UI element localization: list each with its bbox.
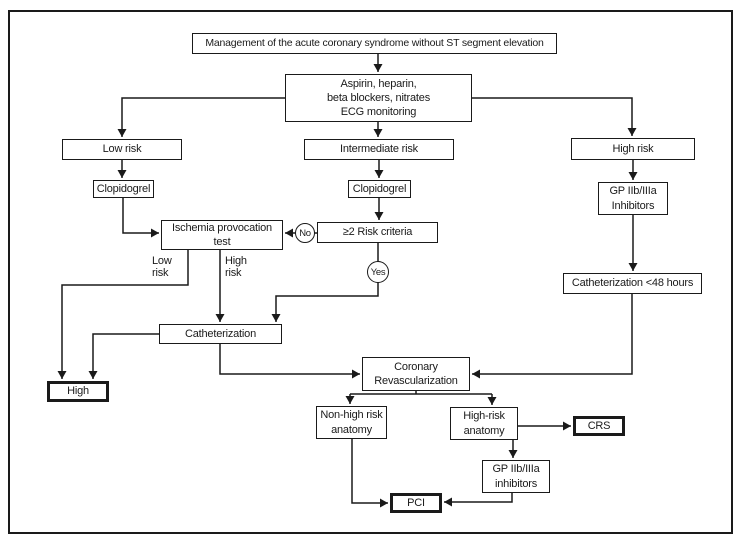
edge-clopidogrel-to-ischemia — [122, 198, 159, 238]
edge-label-low-risk: Low risk — [152, 255, 172, 280]
node-non-high-risk-anatomy-line-2: anatomy — [331, 423, 372, 436]
node-gp-inhibitors-high-line-1: GP IIb/IIIa — [609, 185, 657, 198]
edge-label-high-risk: High risk — [225, 255, 247, 280]
edge-label-high-risk-line-1: High — [225, 255, 247, 267]
node-non-high-risk-anatomy: Non-high risk anatomy — [316, 406, 387, 439]
node-title: Management of the acute coronary syndrom… — [192, 33, 557, 54]
node-ischemia-test-line-1: Ischemia provocation — [172, 221, 272, 234]
outer-border — [8, 10, 733, 534]
node-ischemia-test: Ischemia provocation test — [161, 220, 283, 250]
node-gp-inhibitors-high-line-2: Inhibitors — [611, 199, 655, 212]
edge-initial-to-high — [472, 97, 637, 136]
node-coronary-revascularization-line-1: Coronary — [394, 360, 438, 373]
node-clopidogrel-low: Clopidogrel — [93, 180, 154, 198]
node-initial-therapy: Aspirin, heparin, beta blockers, nitrate… — [285, 74, 472, 122]
edge-label-low-risk-line-2: risk — [152, 266, 169, 279]
node-low-risk: Low risk — [62, 139, 182, 160]
node-clopidogrel-mid: Clopidogrel — [348, 180, 411, 198]
node-non-high-risk-anatomy-line-1: Non-high risk — [320, 409, 383, 422]
node-initial-therapy-line-2: beta blockers, nitrates — [326, 91, 430, 104]
edge-cath-to-high — [88, 333, 159, 379]
node-coronary-revascularization-line-2: Revascularization — [374, 375, 458, 387]
edge-gplow-to-pci — [444, 493, 513, 507]
edge-label-low-risk-line-1: Low — [152, 255, 172, 267]
node-gp-inhibitors-low-line-1: GP IIb/IIIa — [492, 463, 540, 476]
node-high-risk: High risk — [571, 138, 695, 160]
edge-ischemia-lowrisk-to-high — [57, 250, 189, 379]
node-high-risk-anatomy-line-1: High-risk — [463, 410, 505, 423]
node-pci: PCI — [390, 493, 442, 513]
edge-revasc-split — [350, 391, 492, 395]
node-catheterization: Catheterization — [159, 324, 282, 344]
node-coronary-revascularization: Coronary Revascularization — [362, 357, 470, 391]
node-risk-criteria: ≥2 Risk criteria — [317, 222, 438, 243]
node-high-outcome: High — [47, 381, 109, 402]
node-gp-inhibitors-low-line-2: inhibitors — [494, 477, 538, 490]
edge-nonhigh-to-pci — [351, 439, 388, 508]
node-high-risk-anatomy-line-2: anatomy — [463, 424, 505, 437]
node-gp-inhibitors-low: GP IIb/IIIa inhibitors — [482, 460, 550, 493]
node-cath-48-hours: Catheterization <48 hours — [563, 273, 702, 294]
edge-criteria-yes-to-cath — [271, 243, 379, 322]
node-intermediate-risk: Intermediate risk — [304, 139, 454, 160]
decision-no-circle: No — [295, 223, 315, 243]
node-initial-therapy-line-1: Aspirin, heparin, — [340, 77, 417, 90]
node-gp-inhibitors-high: GP IIb/IIIa Inhibitors — [598, 182, 668, 215]
edge-cath48-to-revasc — [472, 294, 633, 379]
node-crs: CRS — [573, 416, 625, 436]
edge-label-high-risk-line-2: risk — [225, 266, 242, 279]
edge-cath-to-revasc — [219, 344, 360, 379]
node-initial-therapy-line-3: ECG monitoring — [340, 106, 417, 119]
node-high-risk-anatomy: High-risk anatomy — [450, 407, 518, 440]
edge-initial-to-low — [117, 97, 285, 137]
decision-yes-circle: Yes — [367, 261, 389, 283]
node-ischemia-test-line-2: test — [213, 236, 231, 248]
